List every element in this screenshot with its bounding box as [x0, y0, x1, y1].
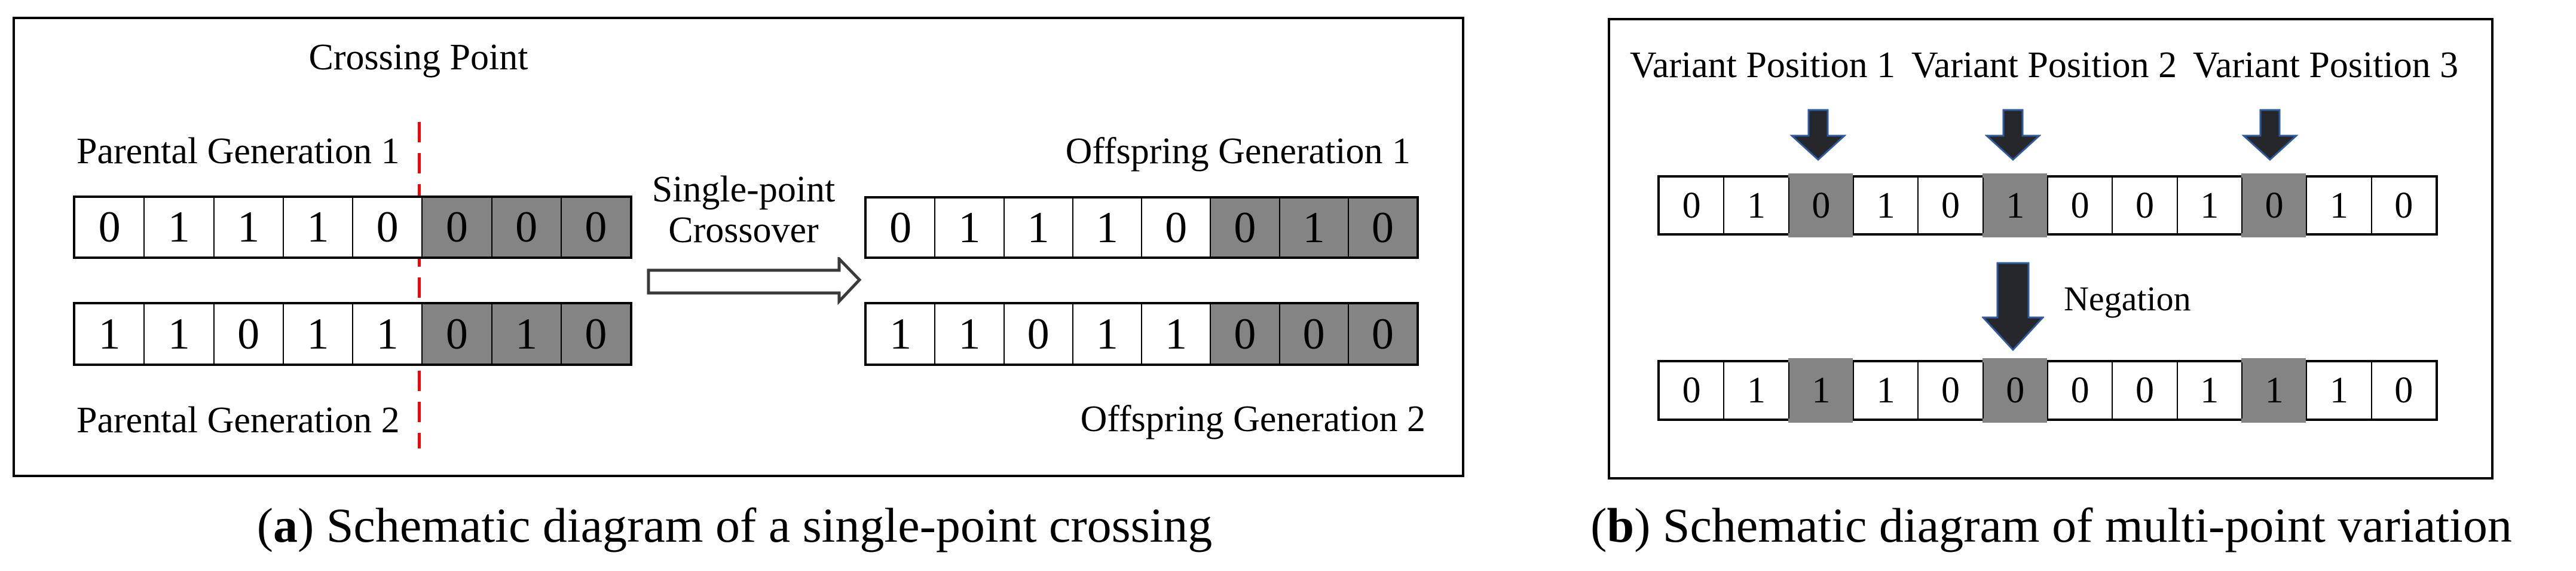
- bit-cell: 0: [1003, 304, 1072, 364]
- bit-cell: 0: [1141, 199, 1210, 257]
- bit-cell: 1: [282, 304, 352, 364]
- bit-cell: 0: [352, 198, 422, 257]
- bit-cell: 1: [2306, 178, 2371, 233]
- bit-cell: 0: [75, 198, 144, 257]
- caption-a: (a) Schematic diagram of a single-point …: [257, 496, 1213, 555]
- single-point-crossover-label-line1: Single-point: [651, 169, 836, 210]
- variant-position-3-label: Variant Position 3: [2192, 45, 2459, 86]
- caption-a-open-paren: (: [256, 498, 274, 552]
- bit-cell: 1: [143, 304, 213, 364]
- bit-cell: 0: [2112, 178, 2177, 233]
- bit-cell: 1: [1723, 178, 1788, 233]
- panel-multi-point-variation: Variant Position 1 Variant Position 2 Va…: [1608, 18, 2494, 480]
- bit-cell: 1: [1141, 304, 1210, 364]
- bit-cell: 1: [1278, 199, 1348, 257]
- bit-cell: 0: [1660, 362, 1724, 419]
- bit-cell: 0: [1917, 362, 1983, 419]
- bit-cell: 0: [867, 199, 935, 257]
- bit-cell: 0: [1210, 304, 1279, 364]
- single-point-crossover-label: Single-point Crossover: [652, 169, 836, 251]
- parental-generation-1-label: Parental Generation 1: [77, 131, 400, 172]
- bit-cell: 0: [1788, 178, 1853, 233]
- bit-cell: 1: [1072, 199, 1141, 257]
- variant-3-down-arrow-icon: [2242, 109, 2298, 161]
- variant-2-down-arrow-icon: [1985, 109, 2041, 161]
- bit-cell: 1: [491, 304, 561, 364]
- caption-b-open-paren: (: [1590, 498, 1607, 552]
- bit-cell: 1: [1723, 362, 1788, 419]
- crossover-right-arrow-icon: [647, 257, 862, 305]
- bit-cell: 0: [1347, 199, 1417, 257]
- caption-a-text: ) Schematic diagram of a single-point cr…: [298, 498, 1213, 552]
- variant-position-1-label: Variant Position 1: [1629, 45, 1896, 86]
- variant-position-2-label: Variant Position 2: [1911, 45, 2177, 86]
- crossing-point-label: Crossing Point: [308, 37, 528, 78]
- bit-cell: 1: [1852, 178, 1918, 233]
- bit-cell: 0: [2046, 178, 2112, 233]
- bit-cell: 0: [1917, 178, 1983, 233]
- bit-cell: 0: [1210, 199, 1279, 257]
- bit-cell: 1: [1852, 362, 1918, 419]
- bit-cell: 1: [2306, 362, 2371, 419]
- parental-generation-2-label: Parental Generation 2: [77, 400, 400, 441]
- bit-cell: 1: [2176, 362, 2241, 419]
- bit-cell: 0: [421, 304, 491, 364]
- bit-cell: 1: [143, 198, 213, 257]
- bit-cell: 0: [560, 304, 630, 364]
- bit-cell: 0: [2112, 362, 2177, 419]
- bit-cell: 0: [491, 198, 561, 257]
- caption-a-letter: a: [273, 498, 298, 552]
- offspring-generation-1-label: Offspring Generation 1: [1065, 131, 1411, 172]
- bit-cell: 0: [1982, 362, 2047, 419]
- bit-cell: 0: [2370, 362, 2436, 419]
- bit-cell: 1: [2241, 362, 2306, 419]
- bit-cell: 0: [213, 304, 283, 364]
- bit-cell: 1: [1788, 362, 1853, 419]
- bit-cell: 1: [867, 304, 935, 364]
- caption-b-letter: b: [1607, 498, 1635, 552]
- bit-cell: 0: [560, 198, 630, 257]
- bit-cell: 1: [352, 304, 422, 364]
- bit-cell: 0: [2241, 178, 2306, 233]
- bit-cell: 1: [934, 199, 1004, 257]
- bit-cell: 1: [1982, 178, 2047, 233]
- negation-down-arrow-icon: [1982, 262, 2044, 352]
- bit-cell: 0: [1347, 304, 1417, 364]
- bit-cell: 1: [934, 304, 1004, 364]
- bit-cell: 0: [421, 198, 491, 257]
- bit-cell: 1: [2176, 178, 2241, 233]
- crossing-point-dashed-line: [418, 122, 421, 448]
- caption-b-text: ) Schematic diagram of multi-point varia…: [1634, 498, 2512, 552]
- negation-label: Negation: [2064, 279, 2191, 318]
- bit-cell: 0: [2046, 362, 2112, 419]
- bit-cell: 0: [1660, 178, 1724, 233]
- single-point-crossover-label-line2: Crossover: [668, 210, 819, 251]
- offspring-generation-2-label: Offspring Generation 2: [1080, 399, 1425, 439]
- bit-cell: 0: [1278, 304, 1348, 364]
- bit-cell: 1: [1003, 199, 1072, 257]
- bit-cell: 1: [1072, 304, 1141, 364]
- variant-1-down-arrow-icon: [1790, 109, 1846, 161]
- bit-cell: 1: [75, 304, 144, 364]
- bit-cell: 1: [282, 198, 352, 257]
- caption-b: (b) Schematic diagram of multi-point var…: [1590, 496, 2512, 555]
- bit-cell: 1: [213, 198, 283, 257]
- bit-cell: 0: [2370, 178, 2436, 233]
